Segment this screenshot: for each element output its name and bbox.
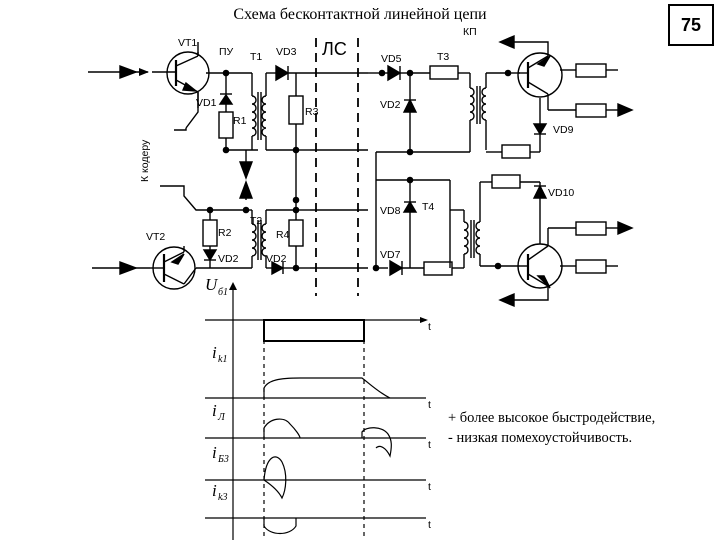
label-r4: R4 [276,229,290,241]
resistor-r2 [202,219,218,247]
label-kp: КП [463,26,477,38]
arrow-down [238,150,254,180]
time-label-1: t [428,321,431,333]
label-pu: ПУ [219,46,234,58]
label-vd9: VD9 [553,124,574,136]
wave-label-ub1: U [205,275,219,294]
timing-diagram [205,282,428,540]
transistor-vt3 [517,52,563,98]
label-vt1: VT1 [178,37,197,49]
diode-vd5 [387,64,402,82]
resistor-vd10 [491,174,521,189]
label-vd5: VD5 [381,53,402,65]
resistor-out-2 [575,103,607,118]
label-vd8: VD8 [380,205,401,217]
page-number: 75 [668,4,714,46]
wave-label-ik3-sub: k3 [218,492,227,503]
resistor-out-1 [575,63,607,78]
resistor-t3-series [429,65,459,80]
wave-label-ib3: i [212,443,217,462]
resistor-vd9 [501,144,531,159]
diode-vd9 [532,123,548,136]
transformer-t3 [469,73,487,152]
diode-vd8 [402,200,418,213]
wave-label-ub1-sub: б1 [218,287,228,298]
wave-label-ib3-sub: Б3 [217,454,229,465]
time-label-4: t [428,481,431,493]
diode-vd1 [218,73,234,112]
resistor-t4-series [423,261,453,276]
wave-label-ik3: i [212,481,217,500]
notes: + более высокое быстродействие, - низкая… [448,408,718,448]
resistor-r3 [288,95,304,125]
label-vd3: VD3 [276,46,297,58]
label-r3: R3 [305,106,319,118]
label-vd2-left: VD2 [218,253,239,265]
wave-label-il: i [212,401,217,420]
arrow-up [238,180,254,200]
label-r2: R2 [218,227,232,239]
label-vd2-right: VD2 [380,99,401,111]
label-ls: ЛС [322,39,347,59]
resistor-r1 [218,111,234,139]
note-disadvantage: - низкая помехоустойчивость. [448,430,633,446]
time-label-2: t [428,399,431,411]
label-to-coder: К кодеру [139,139,151,182]
wave-label-ik1-sub: k1 [218,354,227,365]
diode-vd10 [532,184,548,199]
note-advantage: + более высокое быстродействие, [448,410,656,426]
label-vd1: VD1 [196,97,217,109]
time-label-3: t [428,439,431,451]
resistor-out-3 [575,221,607,236]
transformer-t1 [251,73,267,150]
label-t4: T4 [422,201,434,213]
label-t3: T3 [437,51,449,63]
label-vt2: VT2 [146,231,165,243]
slide-title: Схема бесконтактной линейной цепи [233,6,487,23]
input-arrow-top [88,64,149,80]
label-vd2-mid: VD2 [266,253,287,265]
resistor-r4 [288,219,304,247]
label-vd10: VD10 [548,187,574,199]
label-vd7: VD7 [380,249,401,261]
label-t2: T2 [250,215,262,227]
diode-vd2-right [402,98,418,113]
transistor-vt2 [150,246,197,290]
transformer-t4 [463,182,481,268]
transformer-t2 [251,210,267,268]
diode-vd2-left [202,249,218,268]
resistor-out-4 [575,259,607,274]
label-t1: T1 [250,51,262,63]
label-r1: R1 [233,115,247,127]
diode-vd3 [275,64,290,82]
transistor-vt4 [517,243,563,289]
wave-label-ik1: i [212,343,217,362]
time-label-5: t [428,519,431,531]
input-arrow-bottom [92,260,150,276]
wave-label-il-sub: Л [217,412,226,423]
diode-vd7 [389,259,404,277]
